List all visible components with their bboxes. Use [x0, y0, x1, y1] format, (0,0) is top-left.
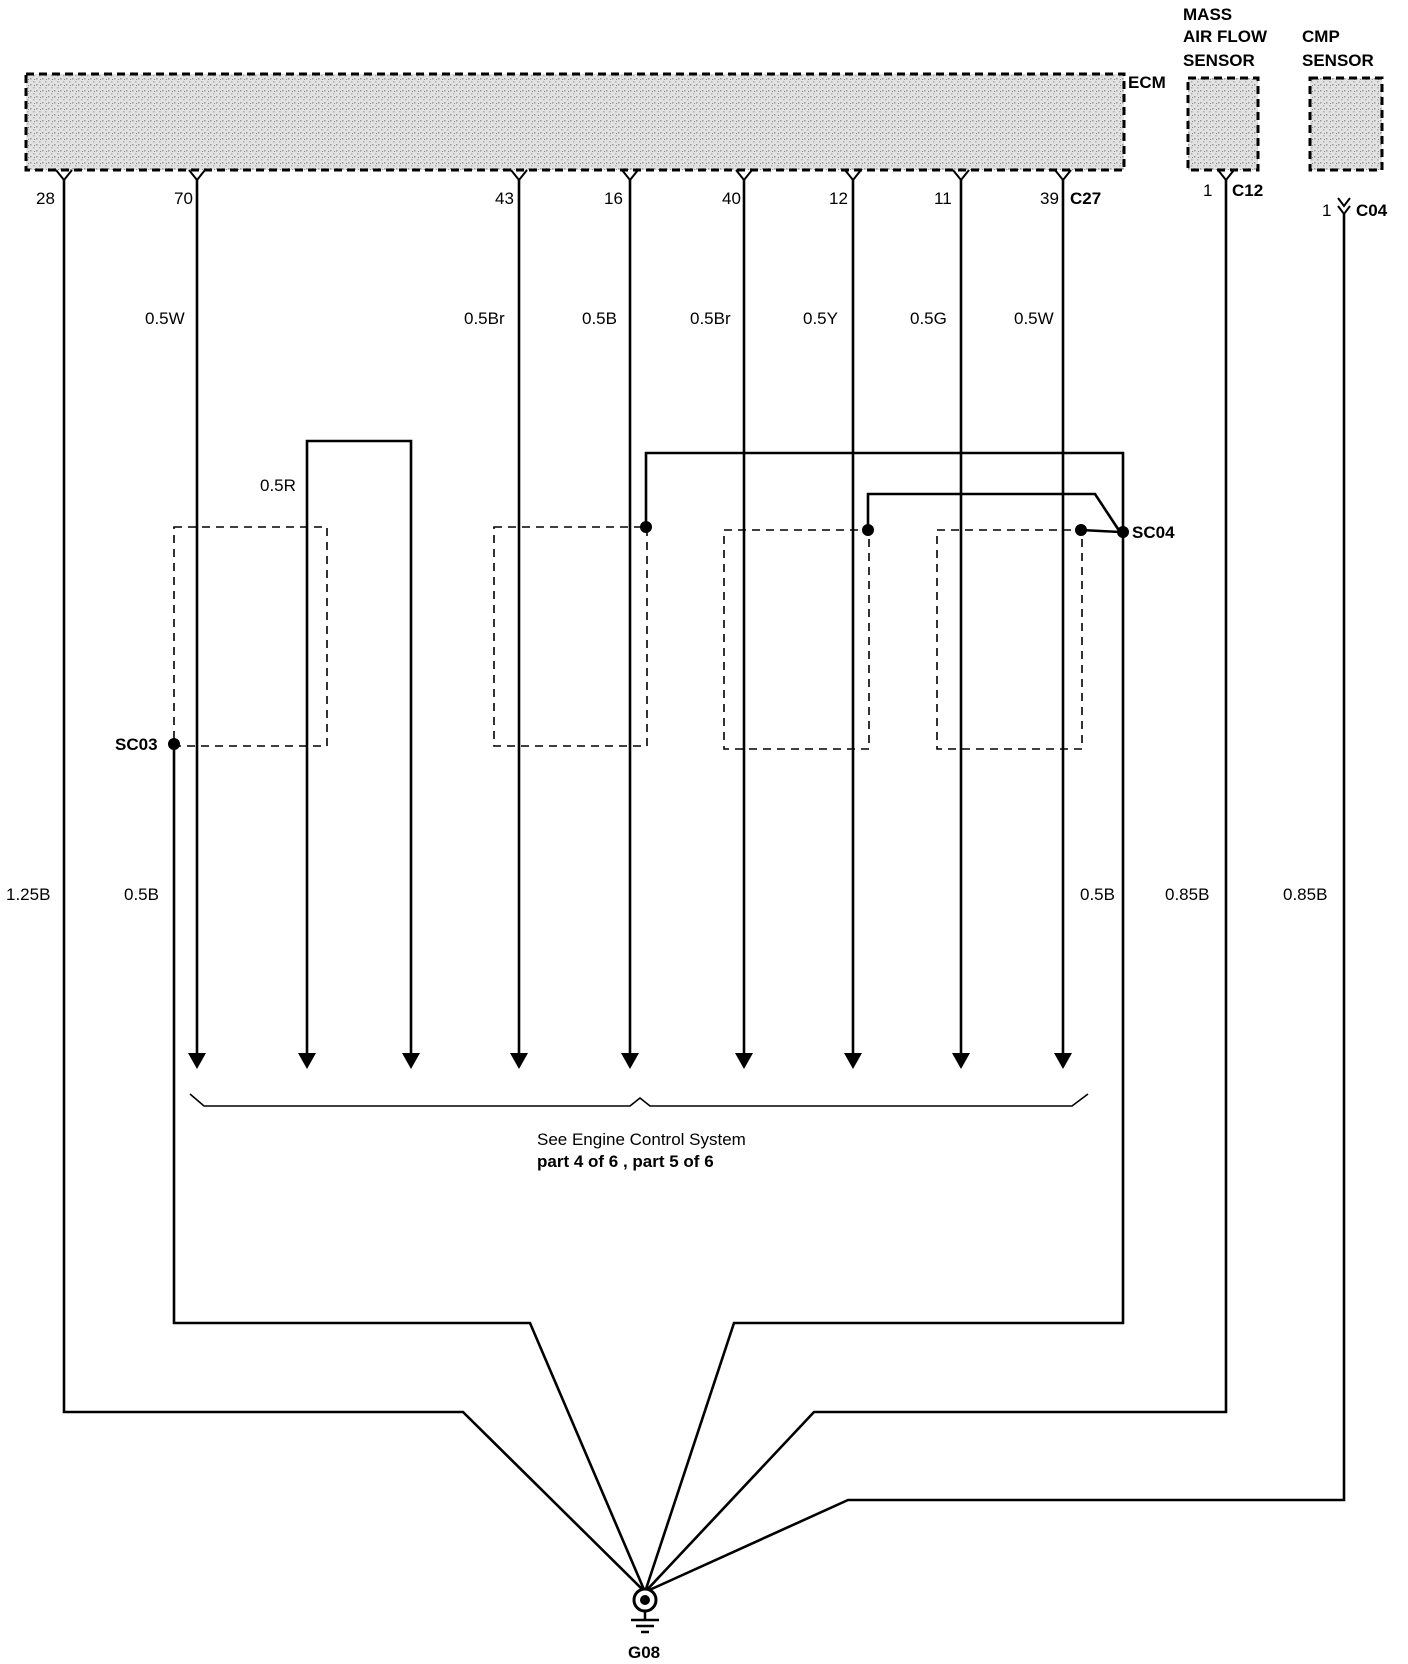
- maf-sensor-box: [1186, 76, 1260, 172]
- wire-label-sc04: 0.5B: [1080, 885, 1115, 904]
- maf-sensor-label-1: MASS: [1183, 5, 1232, 24]
- shield-box-4: [936, 529, 1083, 750]
- reference-brace: [189, 1093, 1089, 1107]
- splice-dot-pin12: [862, 524, 874, 536]
- ground-symbol-icon: [631, 1587, 659, 1634]
- cmp-pin-number: 1: [1322, 201, 1331, 220]
- ecm-pin-11: 11: [934, 189, 952, 208]
- ecm-pin-marks: [55, 169, 1351, 216]
- shield-box-2: [493, 526, 648, 747]
- cmp-sensor-label-1: CMP: [1302, 27, 1340, 46]
- ecm-pin-39: 39: [1040, 189, 1059, 208]
- wire-ground-sc03-sc04: [172, 532, 1125, 1593]
- cmp-sensor-box: [1308, 76, 1384, 172]
- ecm-pin-70: 70: [174, 189, 193, 208]
- wire-sc04-from-pin16: [644, 451, 1125, 532]
- ecm-connector-id: C27: [1070, 189, 1101, 208]
- cmp-connector-id: C04: [1356, 201, 1388, 220]
- maf-connector-id: C12: [1232, 181, 1263, 200]
- ground-label: G08: [628, 1643, 660, 1662]
- reference-line-2: part 4 of 6 , part 5 of 6: [537, 1152, 714, 1171]
- wire-label-pin11: 0.5G: [910, 309, 947, 328]
- wire-label-loop: 0.5R: [260, 476, 296, 495]
- wire-label-pin39: 0.5W: [1014, 309, 1054, 328]
- ecm-label: ECM: [1128, 73, 1166, 92]
- arrowheads: [188, 1053, 1072, 1069]
- wire-ground-cmp: [644, 214, 1346, 1594]
- wire-label-pin12: 0.5Y: [803, 309, 838, 328]
- wire-sc04-from-pin39: [1080, 528, 1121, 534]
- splice-dot-pin16: [640, 521, 652, 533]
- wire-label-pin28: 1.25B: [6, 885, 50, 904]
- wire-label-maf: 0.85B: [1165, 885, 1209, 904]
- ecm-pin-12: 12: [829, 189, 848, 208]
- wire-label-pin40: 0.5Br: [690, 309, 731, 328]
- maf-sensor-label-2: AIR FLOW: [1183, 27, 1268, 46]
- ecm-pin-16: 16: [604, 189, 623, 208]
- reference-line-1: See Engine Control System: [537, 1130, 746, 1149]
- splice-dot-pin39: [1075, 524, 1087, 536]
- splice-sc03-label: SC03: [115, 735, 158, 754]
- wire-loop-0.5r: [305, 439, 413, 1055]
- cmp-sensor-label-2: SENSOR: [1302, 51, 1374, 70]
- wire-ground-pin28: [62, 180, 646, 1593]
- maf-sensor-label-3: SENSOR: [1183, 51, 1255, 70]
- wire-sc04-from-pin12: [866, 492, 1122, 533]
- wire-ground-maf: [644, 180, 1228, 1593]
- wire-label-sc03: 0.5B: [124, 885, 159, 904]
- wire-label-pin16: 0.5B: [582, 309, 617, 328]
- ecm-box: [24, 72, 1126, 172]
- wire-label-pin70: 0.5W: [145, 309, 185, 328]
- ecm-pin-40: 40: [722, 189, 741, 208]
- wire-label-cmp: 0.85B: [1283, 885, 1327, 904]
- shield-box-1: [173, 526, 328, 747]
- maf-pin-number: 1: [1203, 181, 1212, 200]
- wire-label-pin43: 0.5Br: [464, 309, 505, 328]
- shield-box-3: [723, 529, 870, 750]
- ecm-pin-28: 28: [36, 189, 55, 208]
- ecm-pin-43: 43: [495, 189, 514, 208]
- splice-sc04-label: SC04: [1132, 523, 1175, 542]
